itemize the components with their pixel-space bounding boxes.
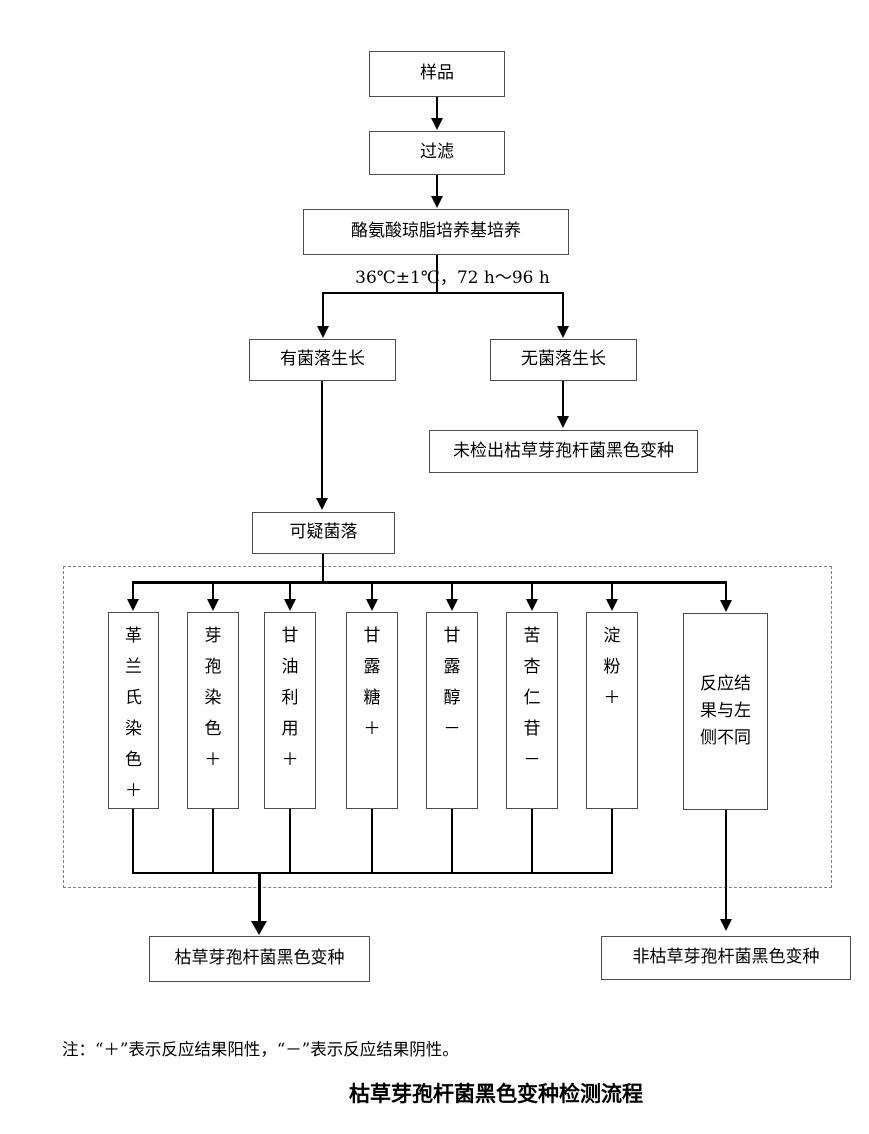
- sample-box: 样品: [369, 51, 505, 97]
- arrowhead-gram-stain: [127, 599, 139, 611]
- test-box-mannitol: 甘 露 醇 －: [426, 612, 478, 809]
- arrowhead-amygdalin: [526, 599, 538, 611]
- connector-distribution-gram-stain: [132, 582, 134, 600]
- connector-split-no-growth: [562, 292, 564, 327]
- stub-mannose: [371, 809, 373, 873]
- connector-suspect-distribution: [321, 554, 325, 582]
- arrowhead-split-growth: [317, 326, 329, 338]
- distribution-line: [131, 581, 728, 584]
- stub-amygdalin: [531, 809, 533, 873]
- condition-label: 36℃±1℃，72 h～96 h: [355, 268, 550, 288]
- culture-box: 酪氨酸琼脂培养基培养: [303, 209, 569, 255]
- connector-split-growth: [322, 292, 324, 327]
- test-box-glycerol: 甘 油 利 用 ＋: [264, 612, 316, 809]
- arrowhead-positive: [251, 921, 267, 935]
- confirmation-tests-dashed-region: [63, 566, 832, 888]
- connector-distribution-glycerol: [289, 582, 291, 600]
- arrowhead-growth-suspect: [316, 498, 328, 510]
- arrowhead-negative: [720, 919, 732, 931]
- connector-culture-split: [436, 255, 438, 293]
- positive-result-box: 枯草芽孢杆菌黑色变种: [149, 936, 370, 982]
- stub-starch: [611, 809, 613, 873]
- test-box-different-result-label: 反应结果与左侧不同: [700, 674, 751, 748]
- no-growth-box: 无菌落生长: [490, 339, 637, 381]
- branch-split-line: [322, 292, 564, 294]
- connector-collector-positive: [257, 872, 261, 922]
- test-box-spore-stain: 芽 孢 染 色 ＋: [187, 612, 239, 809]
- arrowhead-sample-filter: [431, 118, 443, 130]
- test-box-gram-stain: 革 兰 氏 染 色 ＋: [108, 612, 159, 809]
- arrowhead-mannitol: [446, 599, 458, 611]
- negative-result-box: 非枯草芽孢杆菌黑色变种: [601, 936, 851, 980]
- filter-box: 过滤: [369, 131, 505, 175]
- arrowhead-split-no-growth: [557, 326, 569, 338]
- stub-mannitol: [451, 809, 453, 873]
- connector-growth-suspect: [321, 381, 323, 499]
- test-box-amygdalin: 苦 杏 仁 苷 －: [506, 612, 558, 809]
- connector-distribution-different-result: [725, 582, 727, 601]
- connector-no-growth-not-detected: [562, 381, 564, 417]
- test-box-different-result: 反应结果与左侧不同: [683, 613, 768, 810]
- connector-distribution-starch: [611, 582, 613, 600]
- connector-filter-culture: [436, 175, 438, 197]
- arrowhead-spore-stain: [207, 599, 219, 611]
- stub-gram-stain: [132, 809, 134, 873]
- arrowhead-starch: [606, 599, 618, 611]
- connector-distribution-mannitol: [451, 582, 453, 600]
- growth-box: 有菌落生长: [249, 339, 396, 381]
- connector-distribution-amygdalin: [531, 582, 533, 600]
- test-box-starch: 淀 粉 ＋: [586, 612, 638, 809]
- suspect-colony-box: 可疑菌落: [252, 512, 395, 554]
- arrowhead-glycerol: [284, 599, 296, 611]
- arrowhead-filter-culture: [431, 196, 443, 208]
- test-box-mannose: 甘 露 糖 ＋: [346, 612, 398, 809]
- collector-line: [132, 872, 613, 874]
- arrowhead-no-growth-not-detected: [557, 416, 569, 428]
- stub-glycerol: [289, 809, 291, 873]
- connector-distribution-mannose: [371, 582, 373, 600]
- arrowhead-different-result: [720, 600, 732, 612]
- stub-spore-stain: [212, 809, 214, 873]
- not-detected-box: 未检出枯草芽孢杆菌黑色变种: [429, 430, 698, 473]
- connector-different-negative: [725, 810, 727, 920]
- legend-note: 注：“＋”表示反应结果阳性，“－”表示反应结果阴性。: [62, 1040, 459, 1059]
- arrowhead-mannose: [366, 599, 378, 611]
- connector-distribution-spore-stain: [212, 582, 214, 600]
- connector-sample-filter: [436, 97, 438, 120]
- figure-title: 枯草芽孢杆菌黑色变种检测流程: [349, 1083, 643, 1106]
